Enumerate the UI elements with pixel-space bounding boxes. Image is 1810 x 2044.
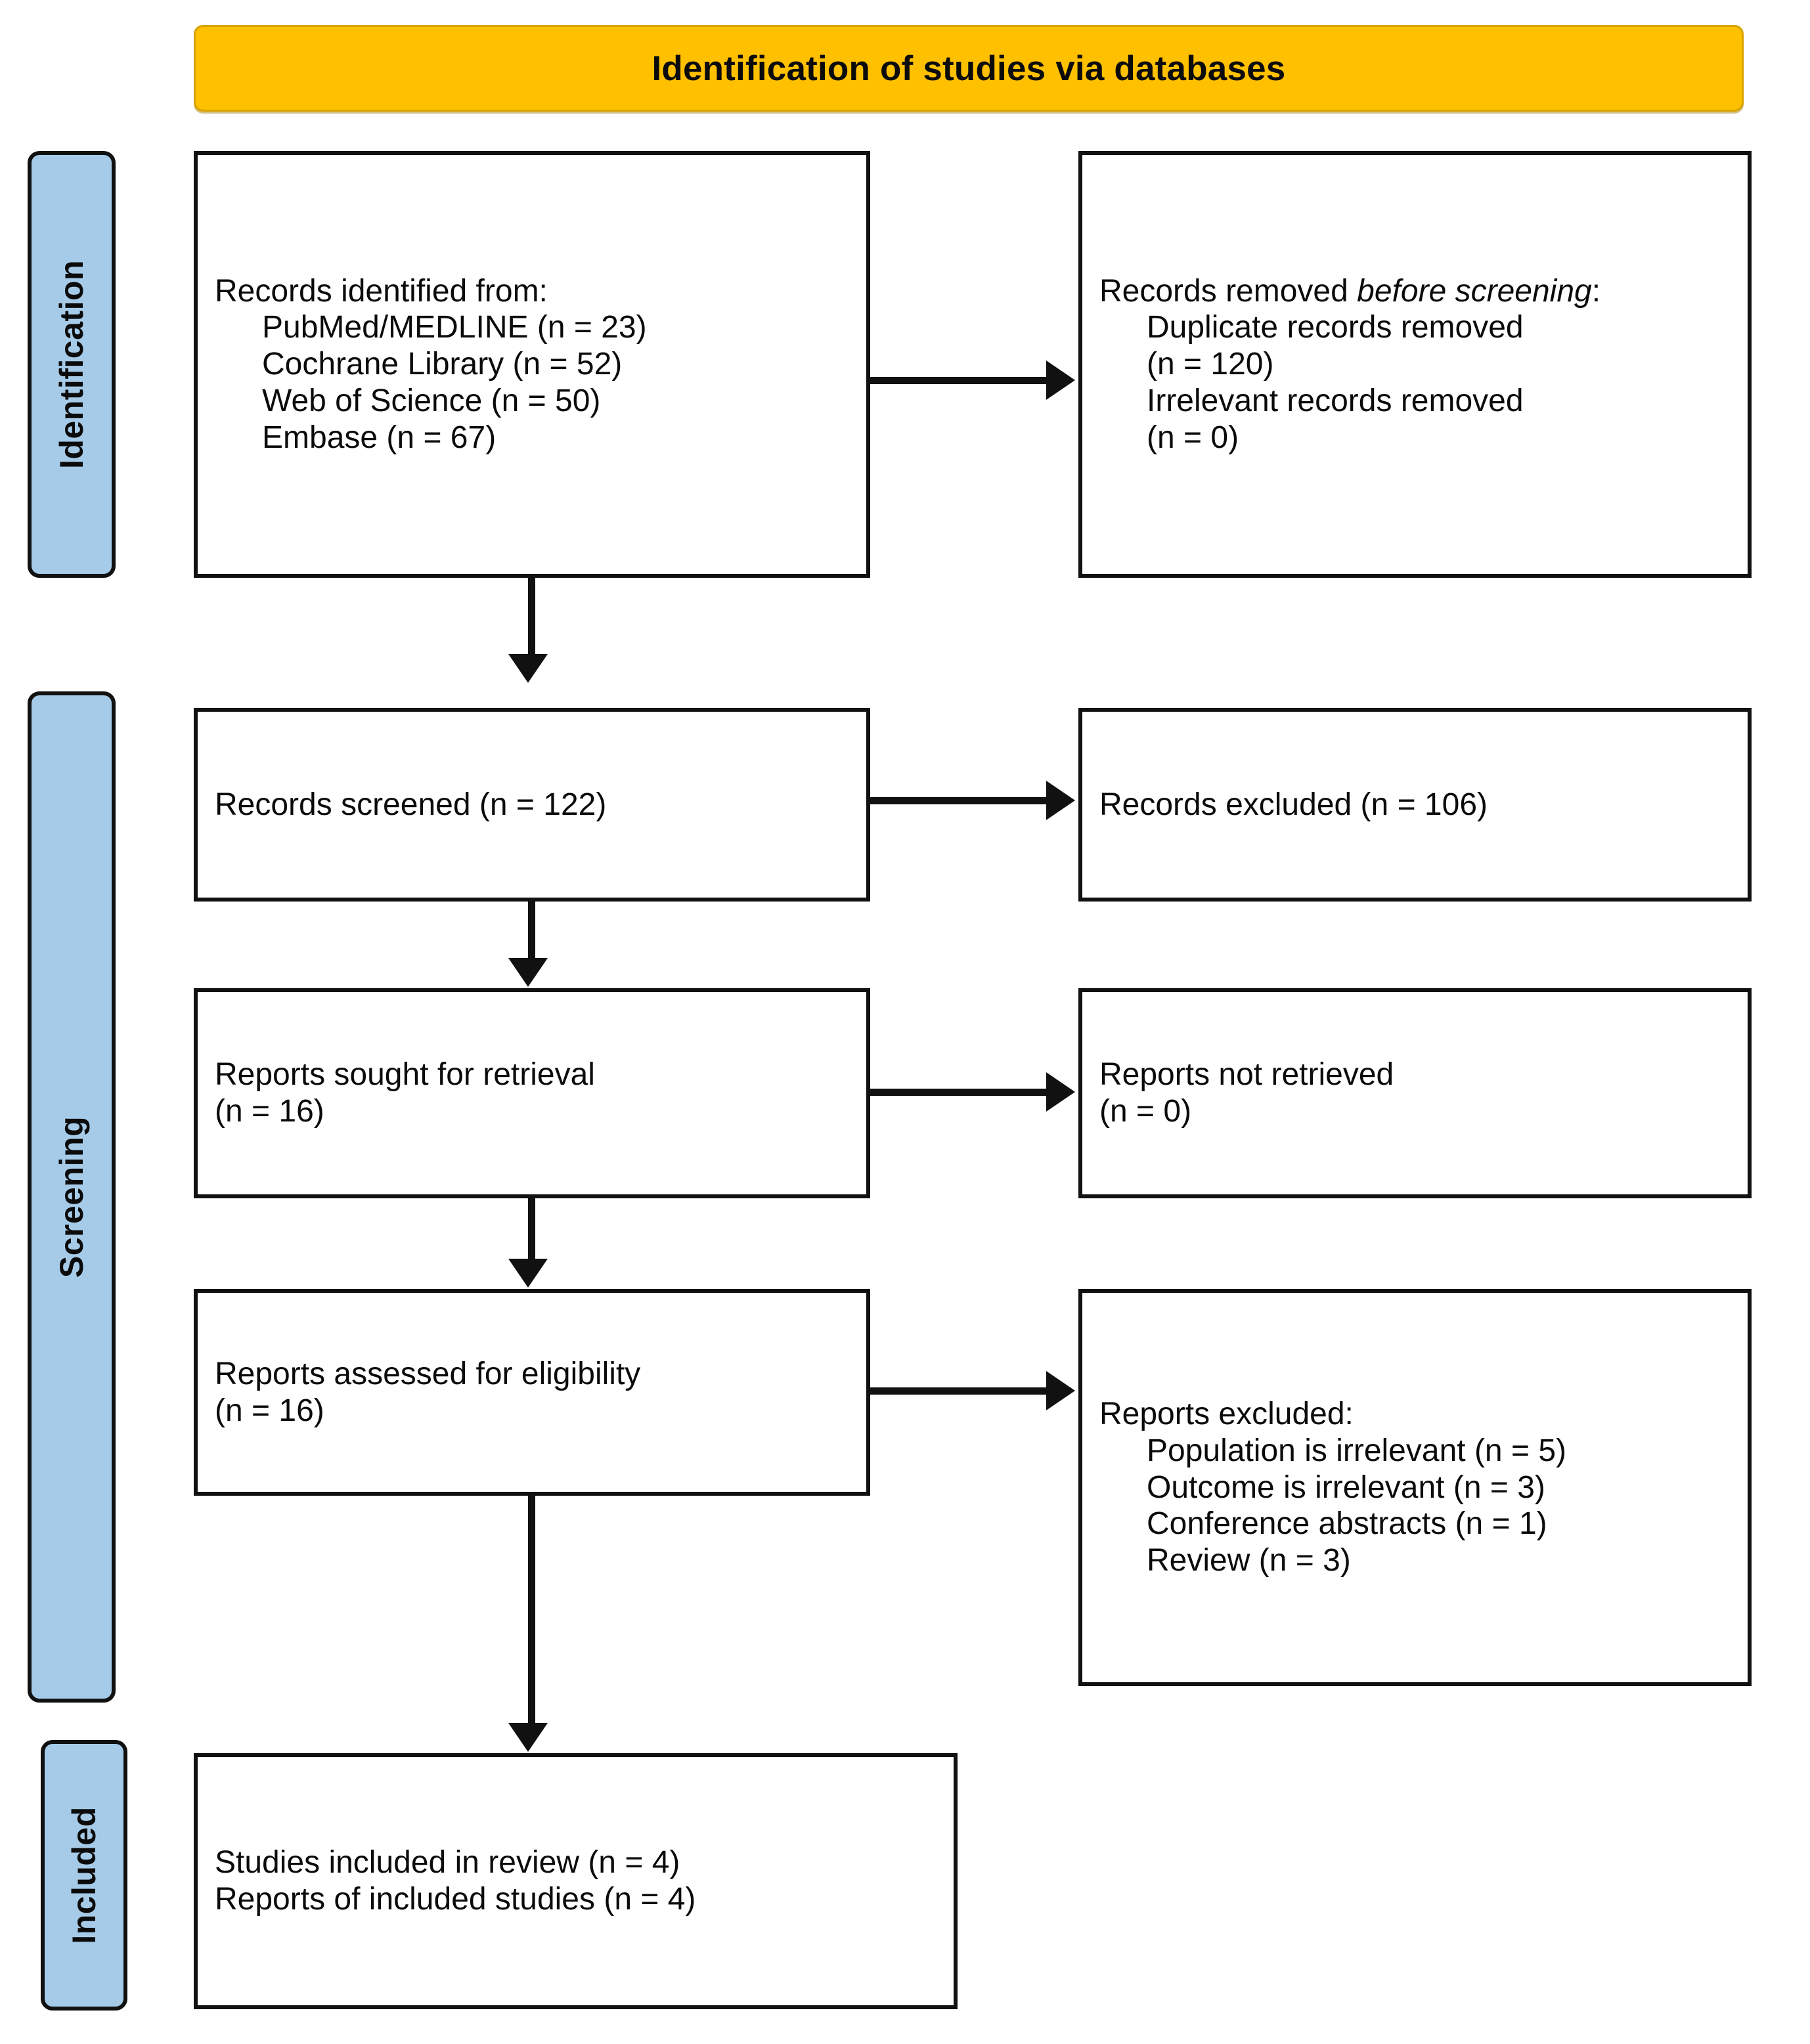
stage-included-text: Included — [66, 1806, 103, 1944]
reports-excluded-heading: Reports excluded: — [1099, 1397, 1354, 1432]
stage-screening-text: Screening — [53, 1116, 90, 1278]
stage-label-included: Included — [41, 1740, 127, 2011]
connector-sought-to-not-retrieved — [870, 1089, 1048, 1096]
records-removed-item: (n = 120) — [1147, 347, 1274, 382]
arrowhead-down-icon — [508, 654, 548, 683]
records-identified-item: Cochrane Library (n = 52) — [262, 347, 623, 382]
connector-assessed-to-included — [528, 1496, 535, 1726]
arrowhead-right-icon — [1046, 781, 1075, 820]
records-removed-text: Records removed before screening: Duplic… — [1099, 273, 1731, 456]
arrowhead-down-icon — [508, 1723, 548, 1752]
records-identified-item: PubMed/MEDLINE (n = 23) — [262, 310, 647, 345]
records-screened-text: Records screened (n = 122) — [215, 787, 849, 823]
connector-sought-to-assessed — [528, 1198, 535, 1261]
connector-identified-to-removed — [870, 377, 1048, 384]
stage-label-identification: Identification — [28, 151, 116, 578]
reports-assessed-count: (n = 16) — [215, 1393, 324, 1428]
stage-label-screening: Screening — [28, 691, 116, 1703]
reports-sought-text: Reports sought for retrieval (n = 16) — [215, 1056, 849, 1129]
box-records-screened: Records screened (n = 122) — [194, 708, 870, 902]
arrowhead-right-icon — [1046, 360, 1075, 400]
banner-title: Identification of studies via databases — [651, 49, 1286, 88]
header-banner: Identification of studies via databases — [194, 25, 1744, 112]
reports-excluded-item: Outcome is irrelevant (n = 3) — [1147, 1469, 1545, 1505]
records-identified-heading: Records identified from: — [215, 273, 548, 309]
reports-sought-line: Reports sought for retrieval — [215, 1057, 595, 1093]
box-reports-excluded: Reports excluded: Population is irreleva… — [1078, 1289, 1752, 1686]
box-studies-included: Studies included in review (n = 4) Repor… — [194, 1753, 958, 2009]
records-removed-heading: Records removed before screening: — [1099, 273, 1731, 310]
reports-sought-count: (n = 16) — [215, 1094, 324, 1129]
reports-assessed-line: Reports assessed for eligibility — [215, 1356, 641, 1391]
connector-screened-to-excluded — [870, 797, 1048, 804]
reports-assessed-text: Reports assessed for eligibility (n = 16… — [215, 1356, 849, 1429]
reports-not-retrieved-text: Reports not retrieved (n = 0) — [1099, 1056, 1731, 1129]
connector-assessed-to-reports-excluded — [870, 1387, 1048, 1395]
records-removed-heading-prefix: Records removed — [1099, 273, 1358, 309]
records-excluded-line: Records excluded (n = 106) — [1099, 787, 1488, 822]
records-removed-item: Duplicate records removed — [1147, 310, 1524, 345]
reports-excluded-item: Review (n = 3) — [1147, 1543, 1351, 1578]
records-screened-line: Records screened (n = 122) — [215, 787, 607, 822]
box-records-identified: Records identified from: PubMed/MEDLINE … — [194, 151, 870, 578]
reports-included-line: Reports of included studies (n = 4) — [215, 1882, 696, 1917]
arrowhead-right-icon — [1046, 1371, 1075, 1410]
reports-excluded-item: Conference abstracts (n = 1) — [1147, 1506, 1547, 1542]
records-identified-item: Embase (n = 67) — [262, 420, 497, 455]
box-records-excluded: Records excluded (n = 106) — [1078, 708, 1752, 902]
records-removed-heading-italic: before screening — [1357, 273, 1592, 309]
connector-identified-to-screened — [528, 578, 535, 657]
arrowhead-right-icon — [1046, 1072, 1075, 1112]
box-reports-assessed: Reports assessed for eligibility (n = 16… — [194, 1289, 870, 1496]
arrowhead-down-icon — [508, 958, 548, 987]
reports-not-retrieved-count: (n = 0) — [1099, 1094, 1192, 1129]
studies-included-text: Studies included in review (n = 4) Repor… — [215, 1844, 937, 1917]
connector-screened-to-sought — [528, 902, 535, 961]
records-identified-text: Records identified from: PubMed/MEDLINE … — [215, 273, 849, 456]
box-reports-not-retrieved: Reports not retrieved (n = 0) — [1078, 988, 1752, 1198]
records-removed-item: Irrelevant records removed — [1147, 383, 1524, 418]
records-removed-heading-suffix: : — [1591, 273, 1601, 309]
studies-included-line: Studies included in review (n = 4) — [215, 1845, 680, 1881]
box-records-removed: Records removed before screening: Duplic… — [1078, 151, 1752, 578]
records-identified-item: Web of Science (n = 50) — [262, 383, 601, 418]
reports-not-retrieved-line: Reports not retrieved — [1099, 1057, 1394, 1093]
records-removed-item: (n = 0) — [1147, 420, 1239, 455]
records-excluded-text: Records excluded (n = 106) — [1099, 787, 1731, 823]
box-reports-sought: Reports sought for retrieval (n = 16) — [194, 988, 870, 1198]
reports-excluded-detail-text: Reports excluded: Population is irreleva… — [1099, 1396, 1731, 1578]
arrowhead-down-icon — [508, 1259, 548, 1288]
stage-identification-text: Identification — [53, 259, 91, 469]
reports-excluded-item: Population is irrelevant (n = 5) — [1147, 1433, 1566, 1468]
